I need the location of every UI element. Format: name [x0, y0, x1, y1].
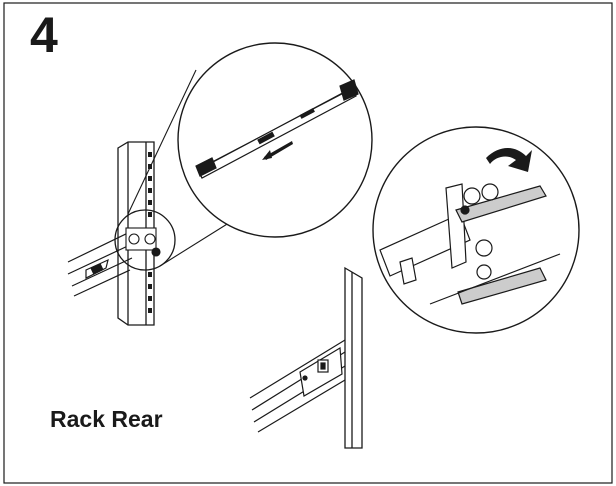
- step-number: 4: [30, 7, 58, 63]
- rail-bottom: [249, 339, 346, 433]
- curved-arrow-icon: [486, 148, 532, 172]
- rack-rear-label: Rack Rear: [50, 406, 163, 432]
- rail-detail: [195, 79, 359, 179]
- arrow-left-icon: [262, 141, 293, 160]
- detail-source-circle: [114, 209, 176, 271]
- rail-left: [67, 231, 133, 297]
- rack-post-right: [344, 266, 363, 449]
- bracket-detail: [379, 183, 561, 305]
- detail-circle-right: [372, 126, 580, 334]
- detail-circle-top: [177, 42, 373, 238]
